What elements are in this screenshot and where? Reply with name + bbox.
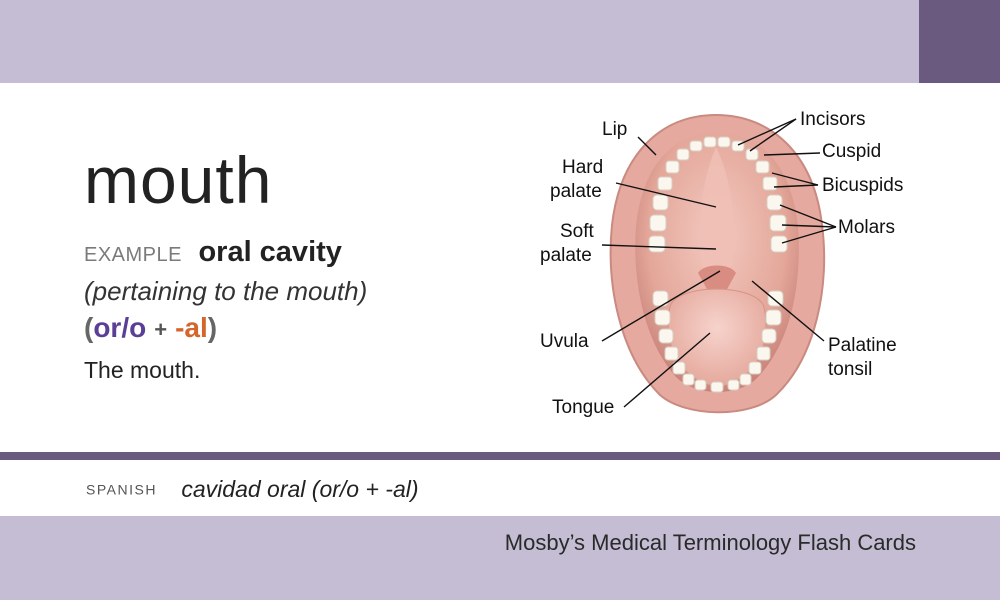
top-band [0,0,1000,83]
uvula-shape [698,265,736,296]
word-part-root: or/o [93,312,147,343]
label-uvula: Uvula [540,331,589,352]
spanish-row: SPANISH cavidad oral (or/o + -al) [86,476,419,503]
example-line: EXAMPLE oral cavity [84,236,342,269]
top-corner-tab [919,0,1000,83]
word-parts-plus: + [154,317,168,342]
bottom-band [0,516,1000,600]
label-palatine-tonsil-line1: Palatine [828,335,897,356]
word-parts-close-paren: ) [207,312,218,343]
definition: (pertaining to the mouth) [84,276,368,306]
upper-teeth [648,136,788,253]
label-incisors: Incisors [800,109,865,130]
label-soft-palate-line1: Soft [560,221,595,242]
label-bicuspids: Bicuspids [822,175,903,196]
spanish-label: SPANISH [86,481,157,498]
label-hard-palate-line1: Hard [562,157,603,178]
leader-lines [601,118,837,408]
label-tongue: Tongue [552,397,614,418]
label-cuspid: Cuspid [822,141,881,162]
mouth-anatomy-diagram: Lip Hard palate Soft palate Uvula Tongue… [540,109,903,418]
lower-teeth [652,290,784,393]
label-lip: Lip [602,119,627,140]
spanish-translation: cavidad oral (or/o + -al) [181,476,419,502]
label-hard-palate-line2: palate [550,181,602,202]
word-parts-open-paren: ( [84,312,94,343]
example-term: oral cavity [198,236,342,268]
example-label: EXAMPLE [84,244,182,266]
section-divider [0,452,1000,460]
term-heading: mouth [84,143,273,217]
label-palatine-tonsil-line2: tonsil [828,359,872,380]
label-soft-palate-line2: palate [540,245,592,266]
palate-shape [700,147,734,270]
meaning: The mouth. [84,357,201,383]
word-part-suffix: -al [175,312,208,343]
footer-series-title: Mosby’s Medical Terminology Flash Cards [504,530,916,555]
label-molars: Molars [838,217,895,238]
word-parts: (or/o + -al) [84,312,217,344]
